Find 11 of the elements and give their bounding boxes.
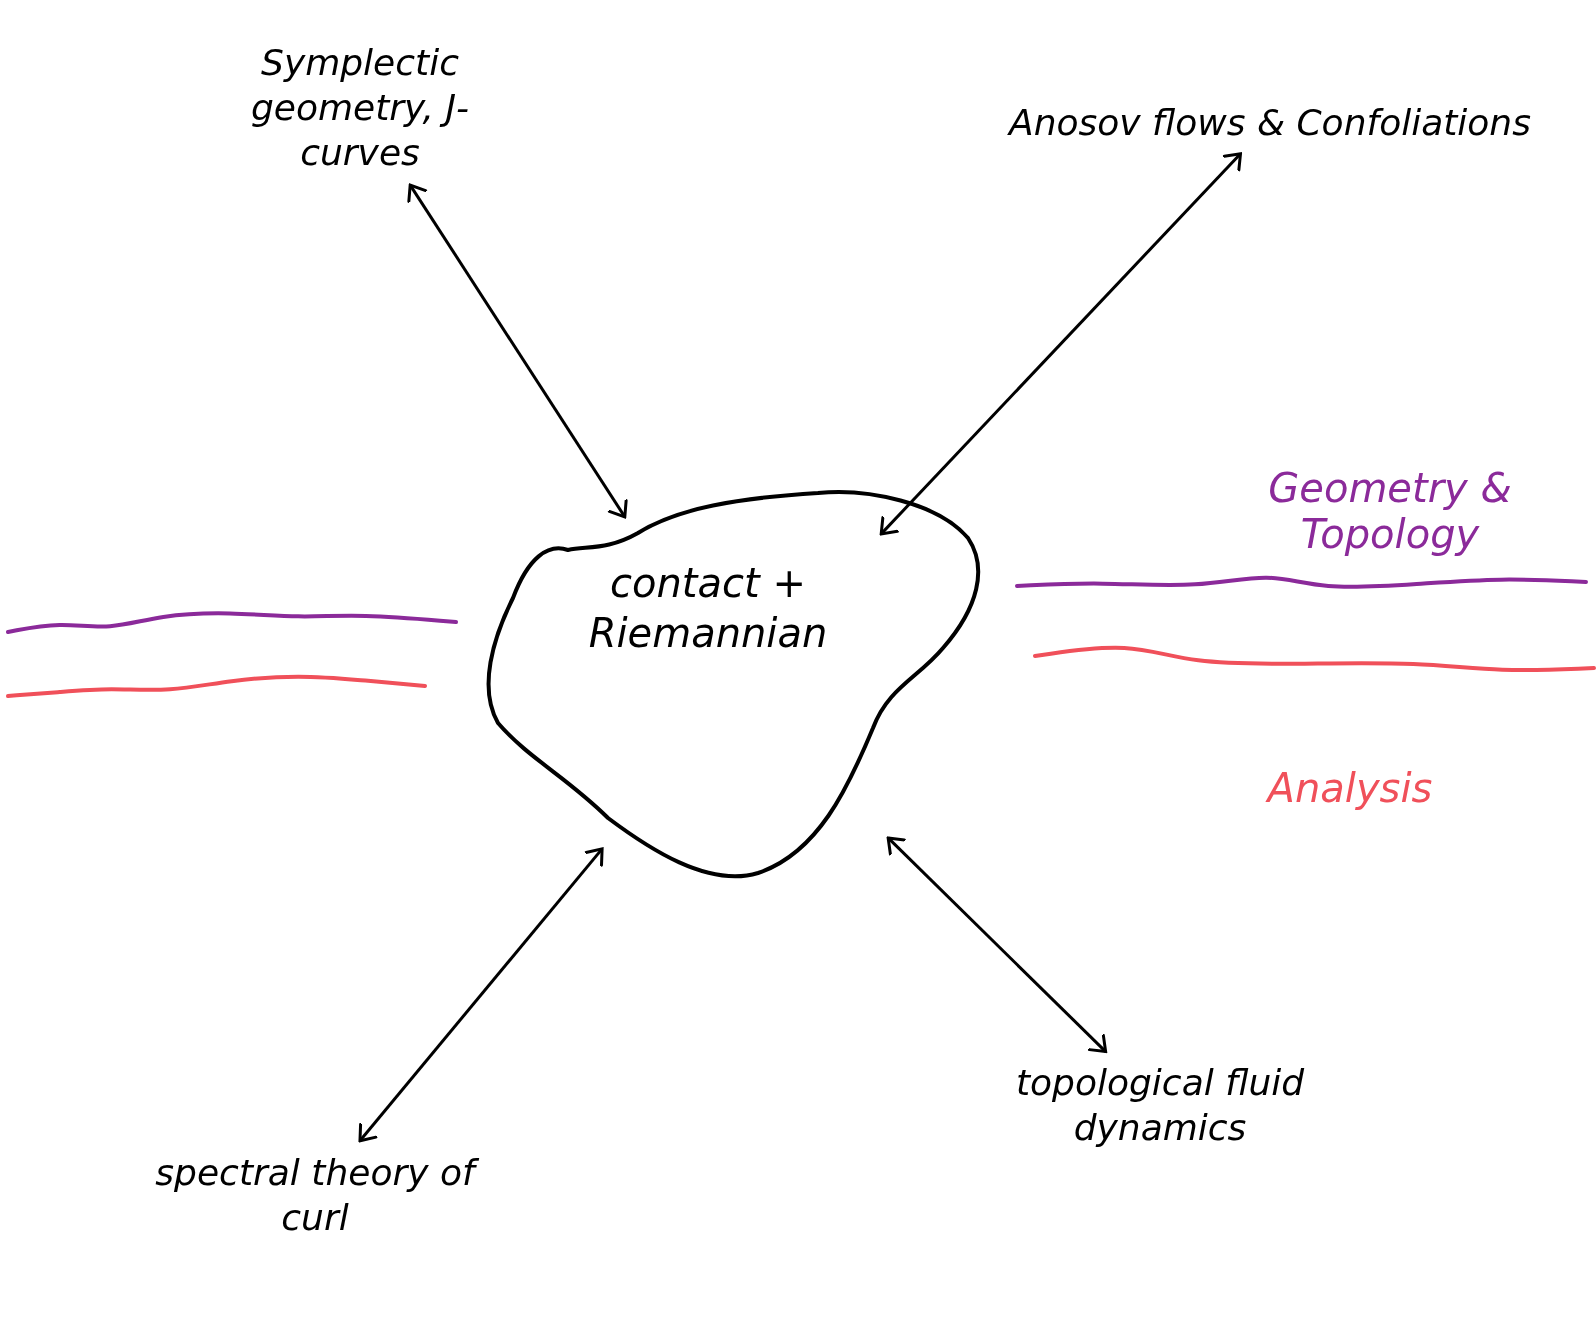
topic-text: topological fluid dynamics — [950, 1060, 1370, 1150]
double-arrow — [879, 152, 1242, 536]
double-arrow — [886, 836, 1108, 1054]
band-label: Geometry & Topology — [1267, 465, 1513, 557]
topic-text: Anosov flows & Confoliations — [1000, 100, 1540, 145]
node-label: contact + Riemannian — [587, 559, 829, 658]
double-arrow — [407, 183, 628, 519]
topic-text: Symplectic geometry, J- curves — [235, 40, 485, 175]
double-arrow — [358, 847, 604, 1143]
topic-text: spectral theory of curl — [150, 1150, 480, 1240]
band-label: Analysis — [1264, 765, 1434, 811]
